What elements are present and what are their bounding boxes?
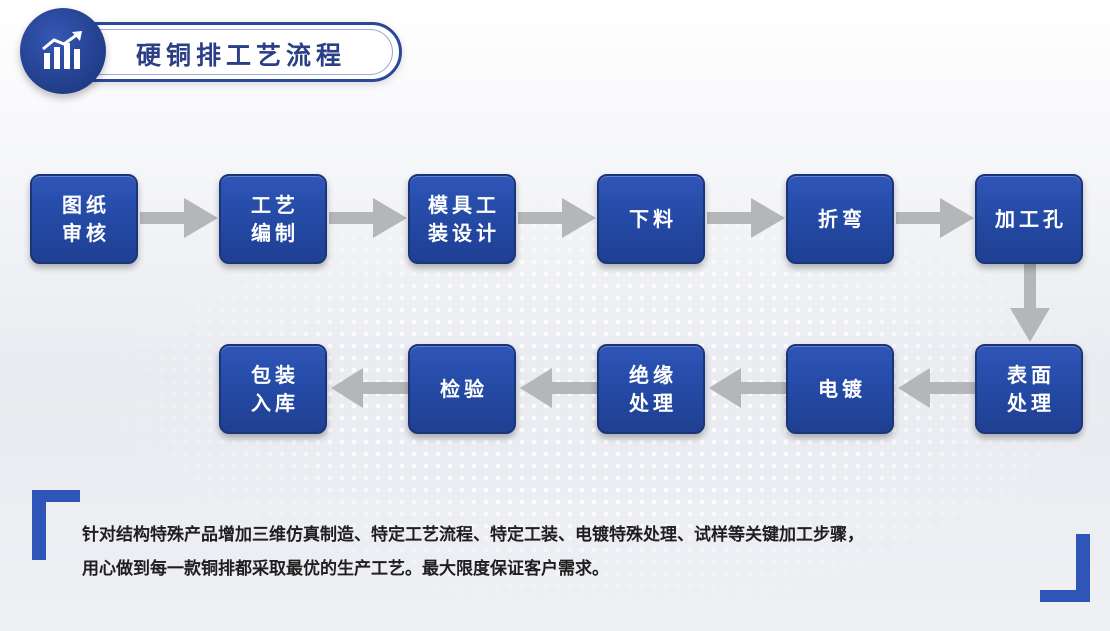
step-tooling-design[interactable]: 模具工装设计 [408,174,516,264]
page-title: 硬铜排工艺流程 [136,41,347,70]
arrow-right-icon [518,198,596,238]
arrow-right-icon [329,198,407,238]
arrow-left-icon [331,368,409,408]
step-surface-treatment[interactable]: 表面处理 [975,344,1083,434]
step-label-line1: 工艺 [251,193,299,217]
description-text: 针对结构特殊产品增加三维仿真制造、特定工艺流程、特定工装、电镀特殊处理、试样等关… [82,518,1062,586]
step-label-line2: 装设计 [428,221,500,245]
step-label-line2: 入库 [251,391,299,415]
step-label-line1: 电镀 [818,377,866,401]
description-line: 针对结构特殊产品增加三维仿真制造、特定工艺流程、特定工装、电镀特殊处理、试样等关… [82,525,864,545]
arrow-right-icon [896,198,974,238]
step-label-line1: 图纸 [62,193,110,217]
step-label-line1: 加工孔 [995,207,1067,231]
arrow-left-icon [709,368,787,408]
corner-bracket-top-left [32,490,80,560]
step-label-line1: 绝缘 [629,363,677,387]
step-cutting[interactable]: 下料 [597,174,705,264]
arrow-left-icon [898,368,976,408]
step-packaging-storage[interactable]: 包装入库 [219,344,327,434]
step-hole-machining[interactable]: 加工孔 [975,174,1083,264]
step-label-line1: 包装 [251,363,299,387]
step-label-line2: 处理 [1007,391,1055,415]
step-label-line2: 审核 [62,221,110,245]
step-label-line1: 模具工 [428,193,500,217]
step-bending[interactable]: 折弯 [786,174,894,264]
step-electroplating[interactable]: 电镀 [786,344,894,434]
step-label-line1: 表面 [1007,363,1055,387]
step-drawing-review[interactable]: 图纸审核 [30,174,138,264]
step-inspection[interactable]: 检验 [408,344,516,434]
step-label-line2: 处理 [629,391,677,415]
arrow-down-icon [1010,264,1050,342]
step-insulation-treatment[interactable]: 绝缘处理 [597,344,705,434]
corner-bracket-bottom-right [1040,534,1090,602]
step-label-line2: 编制 [251,221,299,245]
bar-chart-growth-icon [42,31,82,69]
title-icon-badge [20,8,106,94]
world-map-dot-background [0,100,1110,631]
description-line: 用心做到每一款铜排都采取最优的生产工艺。最大限度保证客户需求。 [82,559,609,579]
step-label-line1: 下料 [629,207,677,231]
step-label-line1: 折弯 [818,207,866,231]
step-process-planning[interactable]: 工艺编制 [219,174,327,264]
arrow-left-icon [520,368,598,408]
arrow-right-icon [140,198,218,238]
step-label-line1: 检验 [440,377,488,401]
arrow-right-icon [707,198,785,238]
